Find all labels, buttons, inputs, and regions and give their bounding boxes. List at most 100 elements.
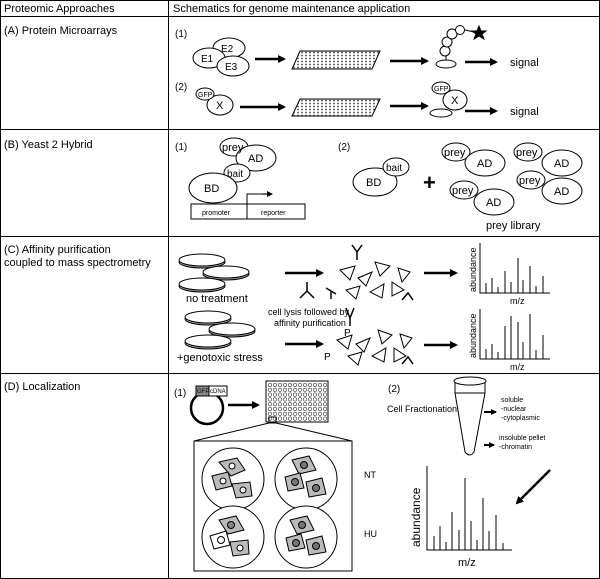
- bait-label-2: bait: [386, 163, 402, 174]
- well-nt-2: [274, 447, 338, 511]
- plate-well: [282, 411, 288, 416]
- row-a-step1: (1): [175, 29, 187, 40]
- plate-well: [267, 392, 273, 397]
- plasmid-cdna-label: cDNA: [210, 389, 226, 395]
- row-c-label-1: (C) Affinity purification: [4, 244, 111, 256]
- ms2-xlabel: m/z: [510, 362, 525, 372]
- plate-well: [287, 406, 293, 412]
- header-schematics: Schematics for genome maintenance applic…: [173, 3, 410, 15]
- well-hu-2: [274, 505, 338, 569]
- plate-well: [312, 392, 318, 397]
- plate-well: [317, 411, 323, 416]
- plate-well: [282, 397, 288, 402]
- signal-label-2: signal: [510, 106, 539, 118]
- plate-well: [297, 402, 303, 407]
- plate-well: [277, 392, 283, 397]
- plate-well: [282, 416, 288, 421]
- mass-spectrum-2: [479, 309, 550, 360]
- plate-well: [307, 411, 313, 416]
- well-hu-1: [201, 505, 265, 569]
- row-d-step2: (2): [388, 384, 400, 395]
- prey-library: [441, 142, 583, 216]
- plate-well: [307, 387, 313, 392]
- plate-well: [267, 406, 273, 412]
- plate-well: [277, 406, 283, 412]
- enzyme-e1-label: E1: [201, 54, 214, 65]
- plate-well: [267, 402, 273, 407]
- enzyme-complex: [192, 37, 250, 77]
- bd-label-1: BD: [204, 183, 219, 195]
- plate-well: [267, 382, 273, 388]
- plate-well: [277, 397, 283, 402]
- plate-well: [322, 382, 328, 388]
- row-d-label: (D) Localization: [4, 381, 80, 393]
- plate-well: [312, 387, 318, 392]
- plate-well: [297, 416, 303, 421]
- insoluble-chromatin-label: -chromatin: [499, 444, 532, 451]
- insoluble-label: insoluble pellet: [499, 435, 545, 442]
- plate-well: [302, 382, 308, 388]
- reporter-label: reporter: [261, 210, 286, 217]
- plate-well: [297, 387, 303, 392]
- plate-well: [322, 402, 328, 407]
- ms-d-xlabel: m/z: [458, 557, 476, 569]
- well-nt-1: [201, 447, 265, 511]
- plate-well: [272, 411, 278, 416]
- plate-well: [272, 387, 278, 392]
- plate-well: [292, 387, 298, 392]
- ms2-ylabel: abundance: [468, 313, 478, 358]
- plate-well: [292, 382, 298, 388]
- bound-gfp-x: [429, 81, 468, 118]
- plate-well: [292, 406, 298, 412]
- plate-well: [272, 406, 278, 412]
- plate-well: [282, 387, 288, 392]
- lysis-label-2: affinity purification: [274, 318, 346, 328]
- plate-well: [307, 382, 313, 388]
- plate-well: [317, 392, 323, 397]
- zoom-lines: [193, 422, 353, 442]
- protein-array-slide-2: [291, 98, 381, 117]
- ms-d-ylabel: abundance: [409, 487, 423, 547]
- nt-label: NT: [364, 470, 376, 480]
- plate-well: [272, 402, 278, 407]
- plasmid-gfp-label: GFP: [197, 389, 209, 395]
- row-b-step1: (1): [175, 142, 187, 153]
- plate-well: [307, 397, 313, 402]
- plate-well: [277, 382, 283, 388]
- plate-well: [312, 382, 318, 388]
- plate-well: [292, 402, 298, 407]
- lysis-label-1: cell lysis followed by: [268, 307, 350, 317]
- gfp-label-a-bound: GFP: [434, 86, 449, 93]
- plate-well: [302, 411, 308, 416]
- enzyme-e3-label: E3: [225, 62, 238, 73]
- plate-well: [277, 411, 283, 416]
- prey-library-label: prey library: [486, 220, 541, 232]
- soluble-label: soluble: [501, 397, 523, 404]
- ad-label-1: AD: [248, 153, 263, 165]
- plate-well: [292, 397, 298, 402]
- plate-well: [317, 416, 323, 421]
- plate-well: [312, 406, 318, 412]
- plate-well: [302, 402, 308, 407]
- soluble-cytoplasmic-label: -cytoplasmic: [501, 415, 540, 422]
- plate-well: [297, 397, 303, 402]
- plate-well: [267, 397, 273, 402]
- phospho-label-2: P: [324, 352, 331, 363]
- petri-dishes-control: [178, 253, 250, 293]
- library-prey-1: prey: [444, 147, 466, 159]
- bd-label-2: BD: [366, 177, 381, 189]
- library-ad-3: AD: [486, 197, 501, 209]
- plate-well: [287, 397, 293, 402]
- row-a-step2: (2): [175, 82, 187, 93]
- protein-array-slide-1: [291, 50, 381, 70]
- plate-well: [297, 382, 303, 388]
- plate-well: [312, 416, 318, 421]
- plate-well: [272, 397, 278, 402]
- plate-well: [322, 392, 328, 397]
- plate-well: [292, 416, 298, 421]
- x-label-a: X: [216, 100, 224, 112]
- petri-dishes-stress: [184, 310, 256, 350]
- plate-well: [282, 382, 288, 388]
- library-ad-2: AD: [554, 158, 569, 170]
- y2h-pair-1: [188, 137, 277, 204]
